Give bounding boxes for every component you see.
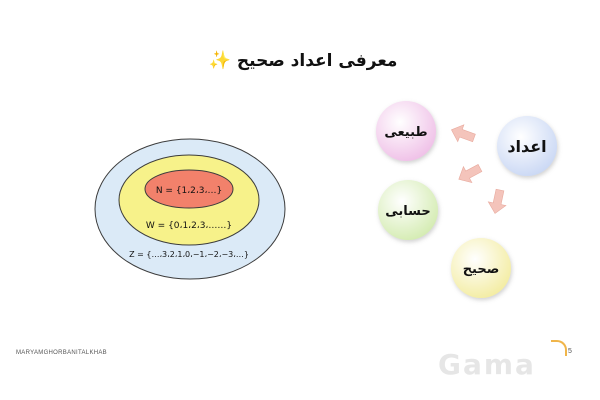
natural-numbers-label: N = {1،2،3،…} — [156, 186, 222, 196]
corner-decoration-icon — [551, 340, 567, 356]
author-footer: MARYAMGHORBANITALKHAB — [16, 350, 107, 356]
sparkle-icon: ✨ — [208, 50, 231, 71]
arrow-to-sahih — [487, 188, 507, 214]
node-hesabi — [378, 180, 438, 240]
arrow-to-tabiei — [451, 124, 476, 143]
node-tabiei-label: طبیعی — [384, 125, 427, 140]
natural-numbers-set-ellipse — [144, 169, 234, 209]
node-hesabi-label: حسابی — [385, 204, 431, 219]
arrow-to-hesabi — [458, 164, 483, 183]
whole-numbers-label: W = {0،1،2،3،……} — [146, 221, 232, 231]
page-number: 5 — [568, 348, 572, 355]
node-sahih — [451, 238, 511, 298]
slide-title-text: معرفی اعداد صحیح — [236, 51, 398, 71]
node-sahih-label: صحیح — [463, 262, 500, 277]
slide-title: معرفی اعداد صحیح ✨ — [0, 50, 600, 71]
node-adad — [497, 116, 557, 176]
watermark-logo: Gama — [438, 348, 536, 381]
integers-label: Z = {…،3،2،1،0،−1،−2،−3،…} — [129, 250, 249, 259]
node-tabiei — [376, 101, 436, 161]
node-adad-label: اعداد — [507, 137, 546, 156]
